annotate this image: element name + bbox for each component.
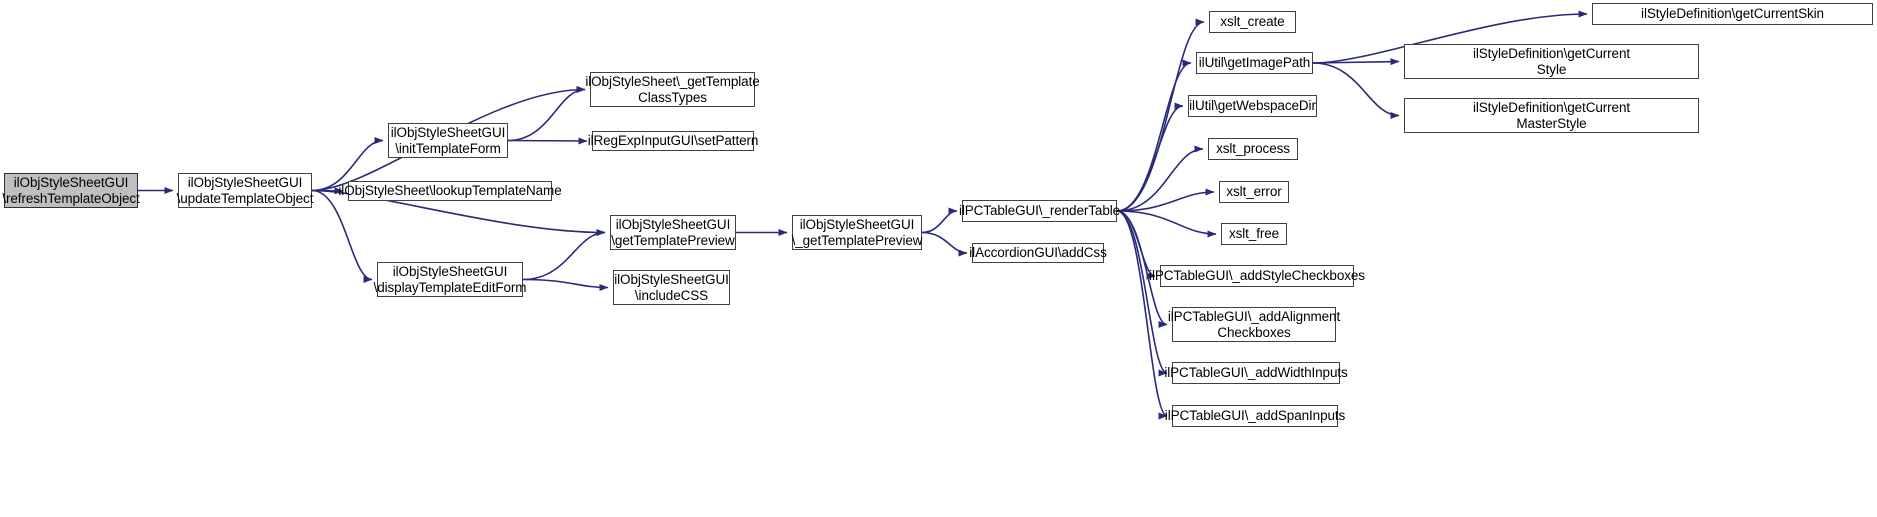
graph-edge bbox=[311, 189, 373, 283]
graph-edge bbox=[1116, 102, 1184, 212]
graph-node[interactable]: ilUtil\getImagePath bbox=[1196, 52, 1313, 74]
graph-edge bbox=[1116, 188, 1215, 212]
graph-edge bbox=[1312, 58, 1400, 66]
graph-node[interactable]: xslt_error bbox=[1219, 181, 1289, 203]
graph-edge bbox=[1116, 210, 1168, 377]
graph-node[interactable]: ilStyleDefinition\getCurrent Style bbox=[1404, 44, 1699, 79]
graph-node[interactable]: ilObjStyleSheet\lookupTemplateName bbox=[338, 181, 562, 201]
graph-edge bbox=[507, 86, 586, 142]
graph-node[interactable]: xslt_free bbox=[1221, 223, 1287, 245]
graph-edge bbox=[1116, 210, 1217, 238]
graph-edge bbox=[1116, 145, 1204, 212]
graph-edge bbox=[522, 229, 606, 281]
graph-node[interactable]: ilObjStyleSheetGUI \updateTemplateObject bbox=[177, 173, 313, 208]
graph-edge bbox=[1116, 210, 1156, 280]
graph-node[interactable]: ilPCTableGUI\_addWidthInputs bbox=[1164, 362, 1348, 384]
graph-node[interactable]: ilPCTableGUI\_renderTable bbox=[959, 200, 1120, 222]
graph-node[interactable]: ilObjStyleSheetGUI \refreshTemplateObjec… bbox=[2, 173, 140, 208]
graph-node[interactable]: ilUtil\getWebspaceDir bbox=[1188, 95, 1317, 117]
graph-node[interactable]: ilRegExpInputGUI\setPattern bbox=[588, 131, 758, 151]
graph-node[interactable]: ilPCTableGUI\_addStyleCheckboxes bbox=[1149, 265, 1365, 287]
graph-node[interactable]: ilStyleDefinition\getCurrent MasterStyle bbox=[1404, 98, 1699, 133]
graph-node[interactable]: ilStyleDefinition\getCurrentSkin bbox=[1592, 3, 1873, 25]
graph-edge bbox=[507, 137, 588, 145]
graph-edge bbox=[1312, 62, 1400, 119]
graph-node[interactable]: ilObjStyleSheetGUI \initTemplateForm bbox=[388, 123, 508, 158]
graph-node[interactable]: ilPCTableGUI\_addSpanInputs bbox=[1165, 405, 1345, 427]
graph-node[interactable]: xslt_create bbox=[1209, 11, 1296, 33]
graph-edge bbox=[921, 231, 968, 257]
graph-node[interactable]: ilObjStyleSheetGUI \getTemplatePreview bbox=[610, 215, 736, 250]
graph-node[interactable]: ilPCTableGUI\_addAlignment Checkboxes bbox=[1168, 307, 1340, 342]
graph-node[interactable]: ilObjStyleSheetGUI \displayTemplateEditF… bbox=[374, 262, 527, 297]
graph-node[interactable]: ilObjStyleSheetGUI \includeCSS bbox=[613, 270, 730, 305]
graph-node[interactable]: ilObjStyleSheet\_getTemplate ClassTypes bbox=[585, 72, 760, 107]
graph-edge bbox=[1116, 59, 1192, 212]
graph-node[interactable]: ilObjStyleSheetGUI \_getTemplatePreview bbox=[792, 215, 923, 250]
graph-node[interactable]: ilAccordionGUI\addCss bbox=[969, 243, 1107, 263]
graph-node[interactable]: xslt_process bbox=[1208, 138, 1298, 160]
graph-edge bbox=[522, 278, 609, 291]
graph-edge bbox=[1116, 210, 1168, 420]
graph-edge bbox=[921, 207, 958, 234]
